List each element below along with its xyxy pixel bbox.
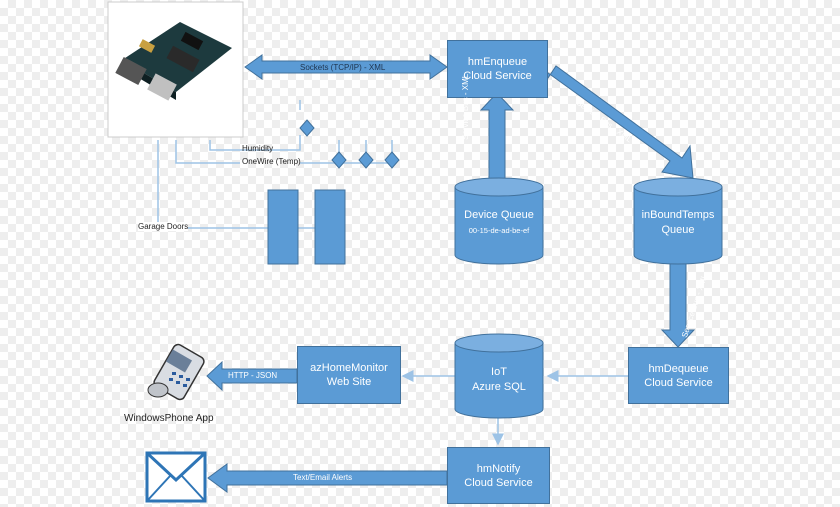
humidity-label: Humidity [242,144,274,153]
temp-sensor-icon [384,151,400,169]
node-title: IoT [491,366,507,378]
node-subtitle: Cloud Service [644,376,713,389]
sockets-label: Sockets (TCP/IP) - XML [300,63,386,72]
node-title: hmDequeue [648,362,709,375]
inbound-temps-cylinder [633,177,723,265]
service-bus-up-arrow [479,92,515,188]
device-mac: 00-15-de-ad-be-ef [468,226,530,235]
node-subtitle: Queue [661,224,695,236]
email-envelope-icon [145,451,207,503]
node-title: inBoundTemps [641,209,715,221]
node-subtitle: Azure SQL [472,381,526,393]
device-queue-cylinder [454,177,544,265]
onewire-label: OneWire (Temp) [242,157,301,166]
temp-sensor-icon [331,151,347,169]
garage-doors-label: Garage Doors [138,222,189,231]
node-subtitle: Cloud Service [464,476,533,489]
phone-app-caption: WindowsPhone App [124,413,214,424]
temp-sensor-icon [358,151,374,169]
humidity-sensor-icon [299,119,315,137]
alerts-label: Text/Email Alerts [293,473,353,482]
hm-dequeue-node: hmDequeue Cloud Service [628,347,729,404]
garage-door-icons [267,189,346,265]
device-queue-label: Device Queue 00-15-de-ad-be-ef [455,208,543,238]
node-subtitle: Cloud Service [463,70,532,82]
arduino-board-image [107,1,244,138]
service-bus-down-arrow [660,261,696,348]
hm-enqueue-node: hmEnqueue Cloud Service [447,40,548,98]
service-bus-up-label: Service Bus - XML [461,73,470,140]
node-title: hmNotify [476,462,521,475]
http-json-arrow [206,360,298,392]
az-home-monitor-node: azHomeMonitor Web Site [297,346,401,404]
iot-sql-label: IoT Azure SQL [455,365,543,395]
iot-sql-cylinder [454,333,544,419]
http-json-label: HTTP - JSON [228,371,278,380]
node-subtitle: Web Site [326,376,372,388]
hm-notify-node: hmNotify Cloud Service [447,447,550,504]
node-title: Device Queue [464,209,534,221]
node-title: hmEnqueue [467,56,528,68]
windows-phone-icon [147,343,205,401]
inbound-temps-label: inBoundTemps Queue [630,208,726,238]
alerts-arrow [207,463,448,493]
service-bus-diagonal-arrow [543,65,694,179]
node-title: azHomeMonitor [310,362,388,374]
